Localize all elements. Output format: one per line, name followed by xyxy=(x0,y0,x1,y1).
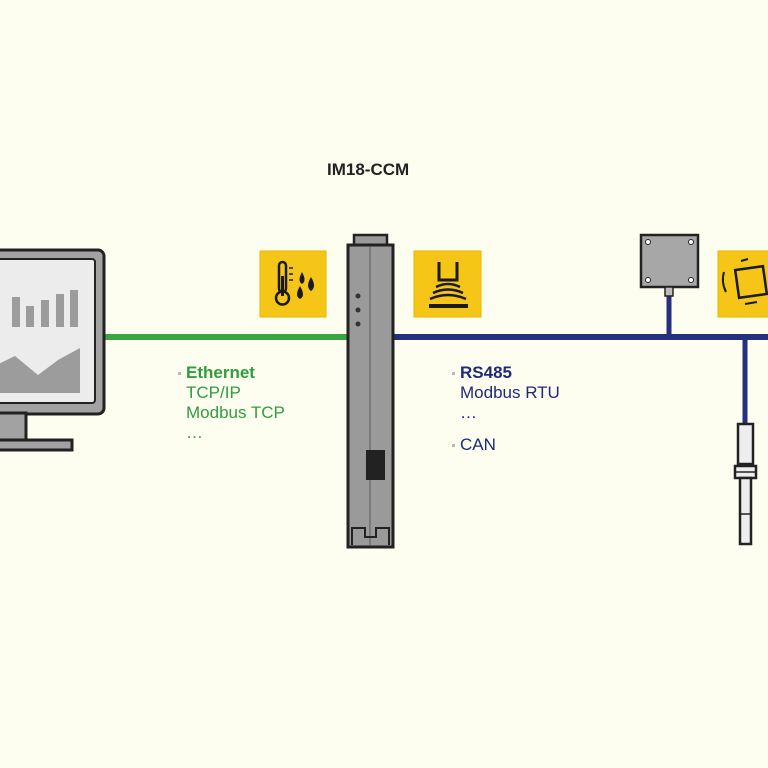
rs485-heading: RS485 xyxy=(460,363,512,382)
cylindrical-probe-icon xyxy=(733,422,758,546)
tank-level-sensor-icon xyxy=(413,250,482,318)
can-bullet xyxy=(452,444,455,447)
rs485-item: Modbus RTU xyxy=(460,383,560,402)
ethernet-item: TCP/IP xyxy=(186,383,241,402)
ethernet-heading: Ethernet xyxy=(186,363,255,382)
rs485-item: … xyxy=(460,403,477,422)
vibration-sensor-icon xyxy=(717,250,768,318)
device-title: IM18-CCM xyxy=(327,160,410,179)
monitor-dashboard-icon xyxy=(0,248,106,452)
temperature-humidity-icon xyxy=(259,250,327,318)
rs485-bullet xyxy=(452,372,455,375)
im18-ccm-device xyxy=(346,233,395,549)
ethernet-item: … xyxy=(186,423,203,442)
ethernet-bullet xyxy=(178,372,181,375)
sensor-box-icon xyxy=(639,233,700,297)
can-heading: CAN xyxy=(460,435,496,454)
ethernet-item: Modbus TCP xyxy=(186,403,285,422)
